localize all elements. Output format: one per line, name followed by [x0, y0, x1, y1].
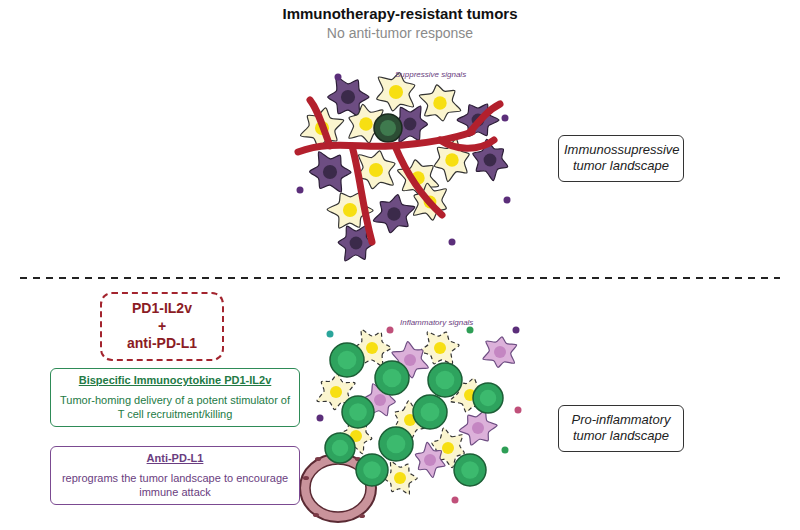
landscape-box: Immunossupressive tumor landscape	[558, 135, 684, 182]
signal-label: Suppressive signals	[395, 70, 466, 79]
divider-line	[20, 277, 780, 279]
signal-dots	[317, 327, 522, 504]
tumor-cells	[301, 73, 508, 261]
signal-dots	[297, 74, 511, 246]
blood-vessels	[298, 100, 500, 242]
landscape-box: Pro-inflammatory tumor landscape	[558, 405, 684, 452]
inflamed-tumor-cells	[317, 330, 517, 495]
box-heading: Pro-inflammatory tumor landscape	[564, 412, 678, 445]
box-heading: PD1-IL2v + anti-PD-L1	[106, 300, 218, 353]
box-heading: Anti-PD-L1	[59, 452, 291, 466]
diagram-title: Immunotherapy-resistant tumors	[0, 5, 800, 22]
treatment-box: PD1-IL2v + anti-PD-L1	[100, 292, 224, 361]
subtitle: No anti-tumor response	[0, 25, 800, 41]
box-heading: Immunossupressive tumor landscape	[564, 142, 678, 175]
signal-label: Inflammatory signals	[400, 318, 473, 327]
box-body: Tumor-homing delivery of a potent stimul…	[59, 394, 291, 422]
box-body: reprograms the tumor landscape to encour…	[59, 472, 291, 500]
box-heading: Bispecific Immunocytokine PD1-IL2v	[59, 374, 291, 388]
drug-box: Bispecific Immunocytokine PD1-IL2vTumor-…	[50, 368, 300, 427]
drug-box: Anti-PD-L1 reprograms the tumor landscape…	[50, 446, 300, 505]
